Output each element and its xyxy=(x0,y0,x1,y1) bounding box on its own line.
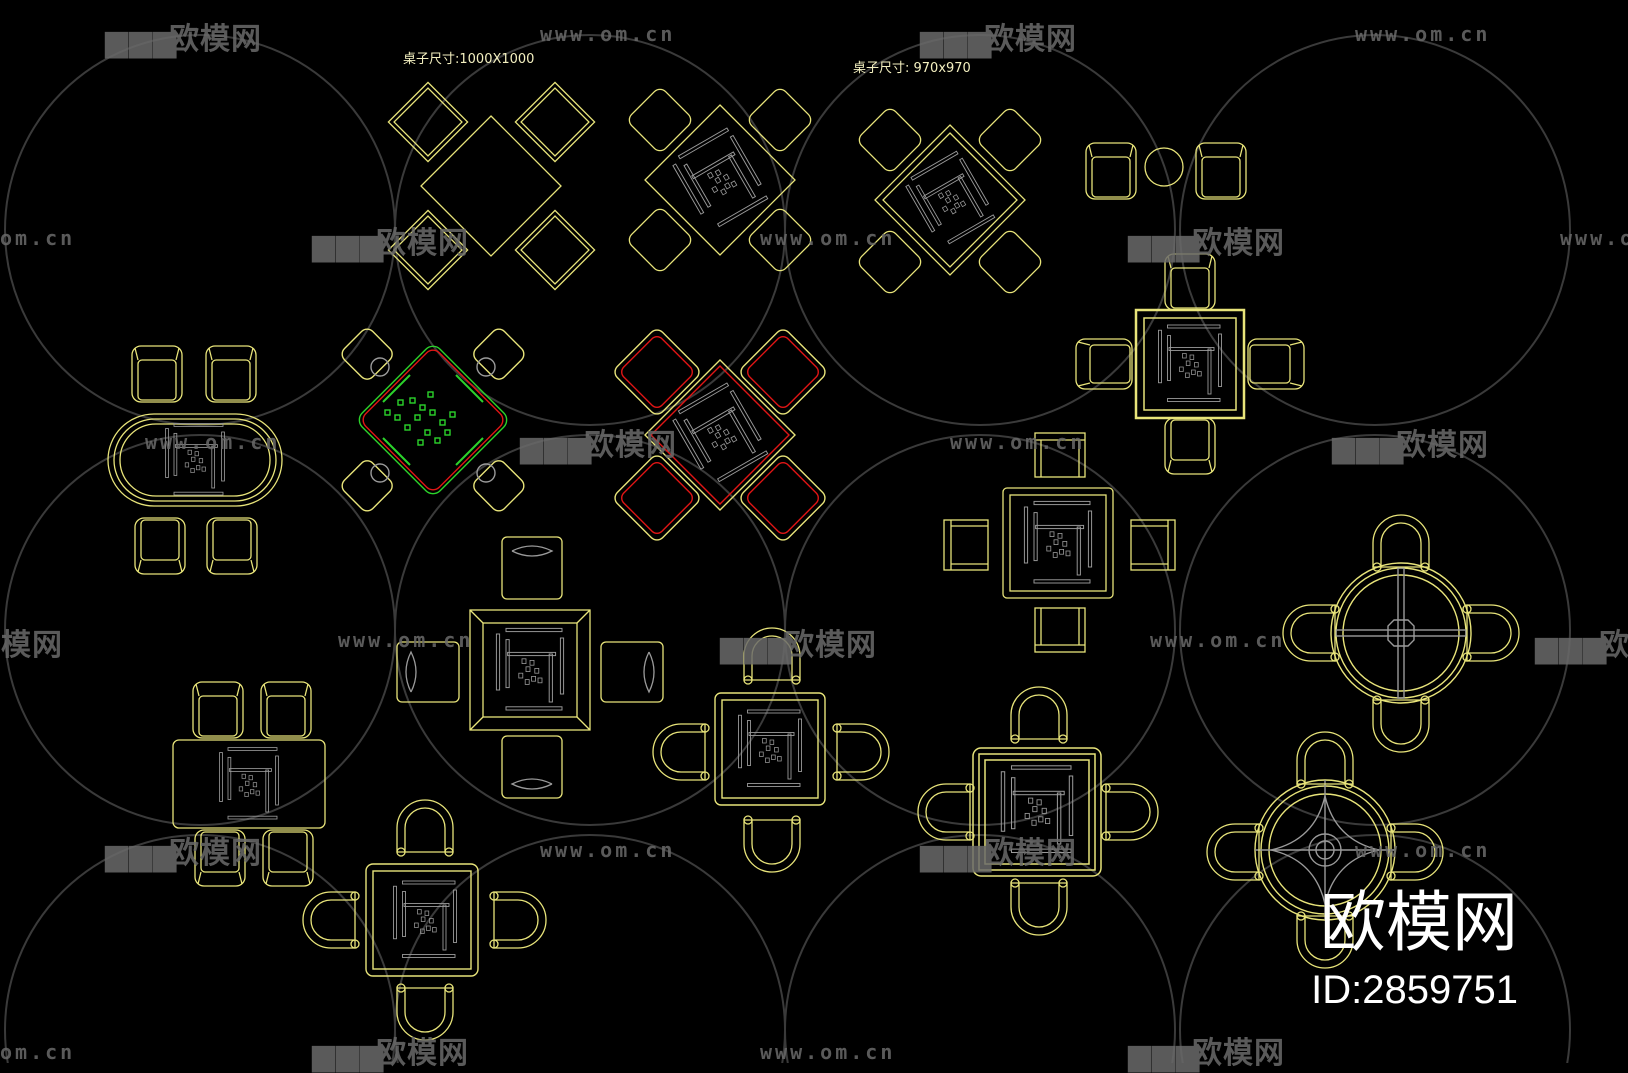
sofa-icon: ▆▆▆ xyxy=(1332,430,1405,465)
brand-id-label: ID:2859751 xyxy=(1311,968,1518,1012)
sofa-icon: ▆▆▆ xyxy=(105,24,178,59)
watermark-url: www.om.cn xyxy=(1355,22,1491,46)
sofa-icon: ▆▆▆ xyxy=(520,430,593,465)
watermark-url: www.om.cn xyxy=(760,226,896,250)
mahjong-table-carved-a xyxy=(652,627,890,873)
rectangular-mahjong-table xyxy=(172,681,326,887)
watermark-logo: ▆▆▆欧模网 xyxy=(920,22,1077,59)
sofa-icon: ▆▆▆ xyxy=(1128,228,1201,263)
watermark-logo: ▆▆▆欧模网 xyxy=(1332,428,1489,465)
watermark-url: www.om.cn xyxy=(338,628,474,652)
oval-mahjong-table xyxy=(107,345,283,575)
sofa-icon: ▆▆▆ xyxy=(1535,630,1608,665)
watermark-url: om.cn xyxy=(0,226,76,250)
watermark-logo: ▆▆▆欧模网 xyxy=(920,836,1077,873)
sofa-icon: ▆▆▆ xyxy=(312,228,385,263)
mahjong-table-diamond-a xyxy=(628,88,812,272)
mahjong-table-stools xyxy=(943,432,1176,653)
watermark-url: www.om.cn xyxy=(1150,628,1286,652)
watermark-url: www.om.cn xyxy=(1355,838,1491,862)
mahjong-table-carved-b xyxy=(917,686,1159,936)
watermark-logo: ▆▆▆欧模网 xyxy=(1128,1036,1285,1073)
sofa-icon: ▆▆▆ xyxy=(105,838,178,873)
sofa-icon: ▆▆▆ xyxy=(1128,1038,1201,1073)
watermark-url: www.om.cn xyxy=(950,430,1086,454)
mahjong-table-green xyxy=(341,328,525,512)
watermark-url: www.om.cn xyxy=(760,1040,896,1064)
mahjong-table-red xyxy=(614,329,826,541)
sofa-icon: ▆▆▆ xyxy=(920,24,993,59)
watermark-logo: ▆▆▆欧模网 xyxy=(520,428,677,465)
watermark-url: www.om.cn xyxy=(540,838,676,862)
watermark-url: om.cn xyxy=(0,1040,76,1064)
watermark-url: www.om.cn xyxy=(540,22,676,46)
round-table-star-base xyxy=(1206,731,1444,969)
watermark-arcs xyxy=(4,34,1571,1073)
watermark-logo: ▆▆▆欧模网 xyxy=(1128,226,1285,263)
mahjong-table-970 xyxy=(858,108,1042,294)
watermark-logo: ▆▆▆欧模网 xyxy=(312,226,469,263)
watermark-logo: ▆▆▆欧模网 xyxy=(720,628,877,665)
watermark-url: www.om.cn xyxy=(1560,226,1628,250)
watermark-url: www.om.cn xyxy=(145,430,281,454)
watermark-logo: ▆▆▆欧模网 xyxy=(105,22,262,59)
sofa-icon: ▆▆▆ xyxy=(720,630,793,665)
watermark-logo: ▆▆▆欧模网 xyxy=(312,1036,469,1073)
mahjong-table-square-armchairs xyxy=(1075,253,1305,475)
square-table-1000 xyxy=(387,81,596,291)
watermark-logo: ▆▆▆欧模网 xyxy=(1535,628,1628,665)
round-table-cross-base xyxy=(1282,514,1520,753)
mahjong-table-bevel xyxy=(396,536,664,799)
watermark-logo: 欧模网 xyxy=(0,628,63,663)
watermark-logo: ▆▆▆欧模网 xyxy=(105,836,262,873)
table-size-label-970: 桌子尺寸: 970x970 xyxy=(853,61,971,76)
sofa-icon: ▆▆▆ xyxy=(920,838,993,873)
lounge-pair-with-side-table xyxy=(1085,142,1247,200)
sofa-icon: ▆▆▆ xyxy=(312,1038,385,1073)
table-size-label-1000: 桌子尺寸:1000X1000 xyxy=(403,52,535,67)
mahjong-table-carved-c xyxy=(302,799,547,1041)
brand-logo-text: 欧模网 xyxy=(1320,884,1518,961)
